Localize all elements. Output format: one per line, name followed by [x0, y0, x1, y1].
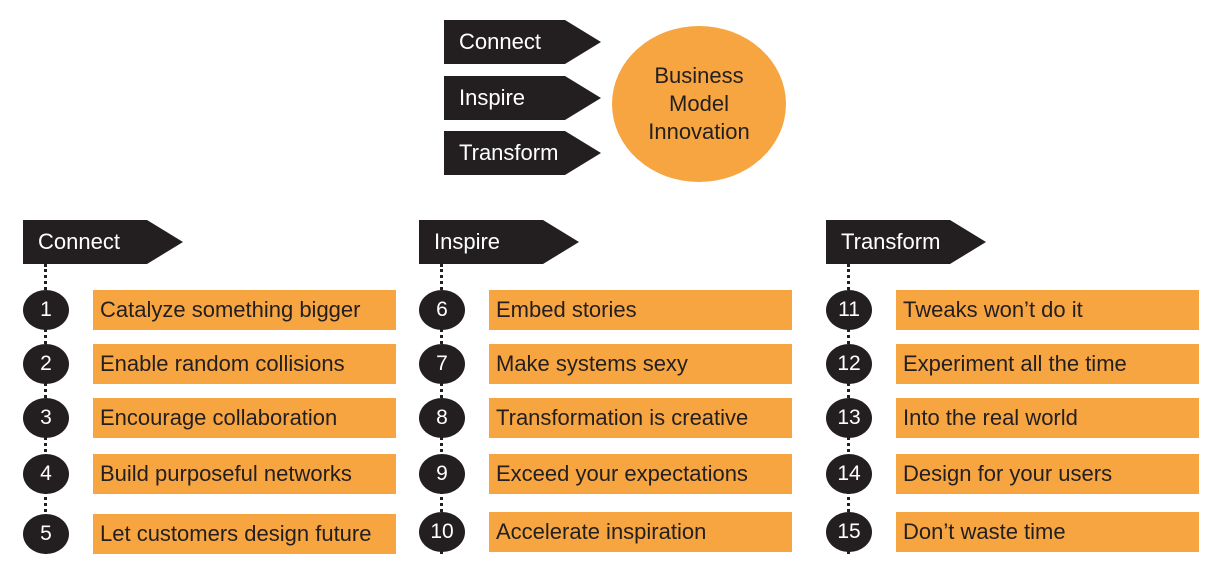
top-arrow-inspire: Inspire	[444, 76, 601, 120]
step-label: Transformation is creative	[489, 398, 792, 438]
list-item: 4 Build purposeful networks	[23, 454, 403, 494]
step-label: Enable random collisions	[93, 344, 396, 384]
step-number: 7	[419, 344, 465, 384]
step-number: 15	[826, 512, 872, 552]
step-label: Embed stories	[489, 290, 792, 330]
step-label: Catalyze something bigger	[93, 290, 396, 330]
step-number: 8	[419, 398, 465, 438]
business-model-innovation-circle: Business Model Innovation	[612, 26, 786, 182]
step-label: Encourage collaboration	[93, 398, 396, 438]
list-item: 8 Transformation is creative	[419, 398, 799, 438]
step-number: 13	[826, 398, 872, 438]
step-number: 6	[419, 290, 465, 330]
list-item: 13 Into the real world	[826, 398, 1206, 438]
top-arrow-connect: Connect	[444, 20, 601, 64]
step-number: 14	[826, 454, 872, 494]
column-transform: Transform 11 Tweaks won’t do it 12 Exper…	[826, 220, 1206, 560]
step-label: Make systems sexy	[489, 344, 792, 384]
list-item: 7 Make systems sexy	[419, 344, 799, 384]
step-number: 11	[826, 290, 872, 330]
step-number: 3	[23, 398, 69, 438]
list-item: 3 Encourage collaboration	[23, 398, 403, 438]
step-number: 12	[826, 344, 872, 384]
column-connect: Connect 1 Catalyze something bigger 2 En…	[23, 220, 403, 560]
list-item: 5 Let customers design future	[23, 514, 403, 554]
column-title-inspire: Inspire	[419, 220, 579, 264]
list-item: 6 Embed stories	[419, 290, 799, 330]
step-label: Don’t waste time	[896, 512, 1199, 552]
top-arrow-transform: Transform	[444, 131, 601, 175]
list-item: 11 Tweaks won’t do it	[826, 290, 1206, 330]
step-label: Design for your users	[896, 454, 1199, 494]
column-inspire: Inspire 6 Embed stories 7 Make systems s…	[419, 220, 799, 560]
step-number: 9	[419, 454, 465, 494]
step-number: 1	[23, 290, 69, 330]
step-label: Tweaks won’t do it	[896, 290, 1199, 330]
column-title-transform: Transform	[826, 220, 986, 264]
column-title-connect: Connect	[23, 220, 183, 264]
step-label: Experiment all the time	[896, 344, 1199, 384]
list-item: 2 Enable random collisions	[23, 344, 403, 384]
step-number: 2	[23, 344, 69, 384]
list-item: 14 Design for your users	[826, 454, 1206, 494]
step-label: Into the real world	[896, 398, 1199, 438]
list-item: 9 Exceed your expectations	[419, 454, 799, 494]
step-label: Accelerate inspiration	[489, 512, 792, 552]
step-label: Build purposeful networks	[93, 454, 396, 494]
step-label: Let customers design future	[93, 514, 396, 554]
list-item: 15 Don’t waste time	[826, 512, 1206, 552]
step-number: 4	[23, 454, 69, 494]
step-label: Exceed your expectations	[489, 454, 792, 494]
list-item: 1 Catalyze something bigger	[23, 290, 403, 330]
step-number: 5	[23, 514, 69, 554]
list-item: 10 Accelerate inspiration	[419, 512, 799, 552]
list-item: 12 Experiment all the time	[826, 344, 1206, 384]
step-number: 10	[419, 512, 465, 552]
